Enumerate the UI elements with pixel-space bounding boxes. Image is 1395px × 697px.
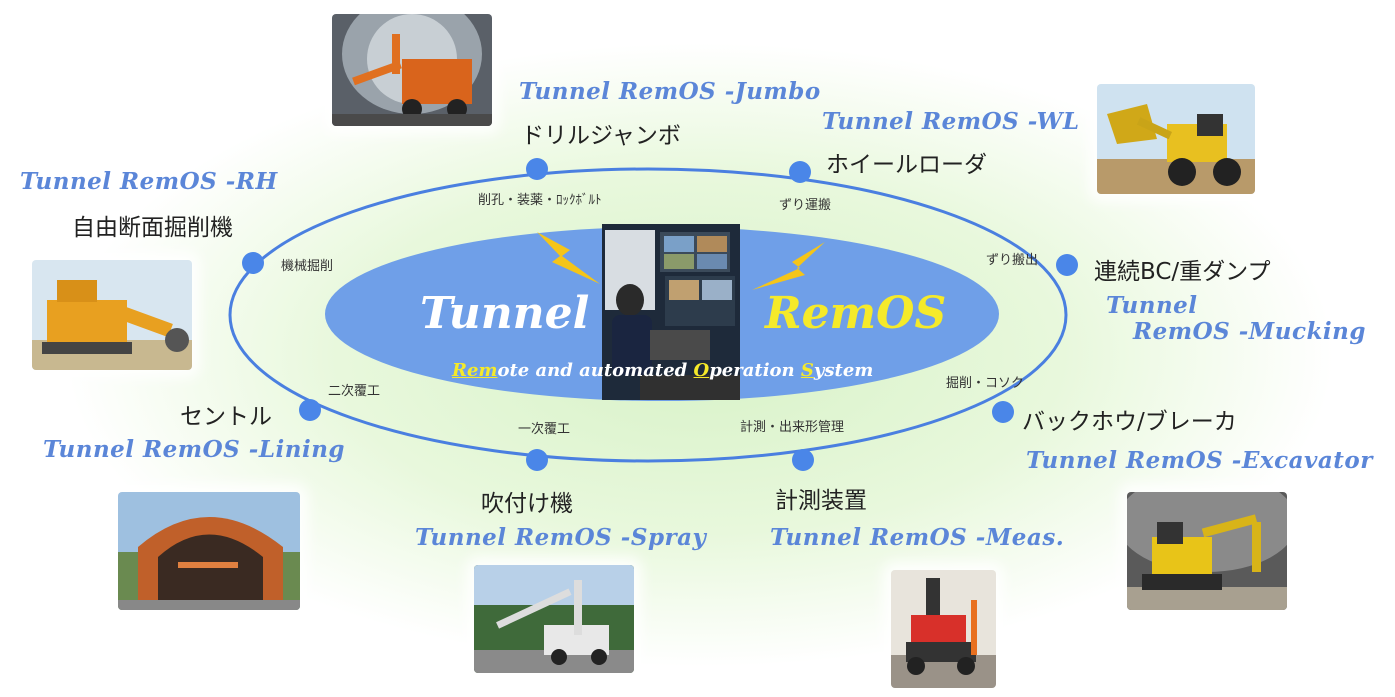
machine-label-spray: 吹付け機 (481, 484, 573, 518)
node-mucking (1056, 254, 1078, 276)
series-label-meas: Tunnel RemOS -Meas. (770, 524, 1064, 551)
series-label-jumbo: Tunnel RemOS -Jumbo (519, 78, 821, 105)
node-excavator (992, 401, 1014, 423)
task-label-spray: 一次覆工 (518, 418, 570, 437)
node-meas (792, 449, 814, 471)
roadheader-photo (32, 260, 192, 370)
machine-label-mucking: 連続BC/重ダンプ (1094, 252, 1271, 286)
series-label-lining: Tunnel RemOS -Lining (43, 436, 345, 463)
machine-label-wl: ホイールローダ (826, 145, 987, 179)
node-lining (299, 399, 321, 421)
shotcrete-sprayer-photo (474, 565, 634, 673)
series-label-wl: Tunnel RemOS -WL (822, 108, 1080, 135)
series-label-rh: Tunnel RemOS -RH (20, 168, 278, 195)
title-remos: RemOS (765, 288, 946, 339)
machine-label-excavator: バックホウ/ブレーカ (1022, 402, 1237, 436)
machine-label-jumbo: ドリルジャンボ (521, 116, 681, 150)
machine-label-meas: 計測装置 (775, 481, 867, 515)
task-label-rh: 機械掘削 (281, 255, 333, 274)
task-label-meas: 計測・出来形管理 (740, 416, 844, 435)
series-label-mucking-line2: RemOS -Mucking (1133, 318, 1366, 345)
node-rh (242, 252, 264, 274)
machine-label-lining: セントル (180, 397, 272, 431)
task-label-wl: ずり運搬 (779, 194, 831, 213)
lining-form-photo (118, 492, 300, 610)
series-label-spray: Tunnel RemOS -Spray (415, 524, 706, 551)
task-label-excavator: 掘削・コソク (946, 372, 1024, 391)
backhoe-breaker-photo (1127, 492, 1287, 610)
machine-label-rh: 自由断面掘削機 (72, 208, 233, 242)
series-label-excavator: Tunnel RemOS -Excavator (1026, 447, 1373, 474)
subtitle-remote-operation-system: Remote and automated Operation System (452, 360, 873, 381)
measurement-device-photo (891, 570, 996, 688)
task-label-lining: 二次覆工 (328, 380, 380, 399)
drill-jumbo-photo (332, 14, 492, 126)
node-spray (526, 449, 548, 471)
task-label-jumbo: 削孔・装薬・ﾛｯｸﾎﾞﾙﾄ (478, 189, 602, 208)
title-tunnel: Tunnel (420, 288, 589, 339)
node-jumbo (526, 158, 548, 180)
series-label-mucking-line1: Tunnel (1106, 292, 1198, 319)
task-label-mucking: ずり搬出 (986, 249, 1038, 268)
wheel-loader-photo (1097, 84, 1255, 194)
node-wl (789, 161, 811, 183)
